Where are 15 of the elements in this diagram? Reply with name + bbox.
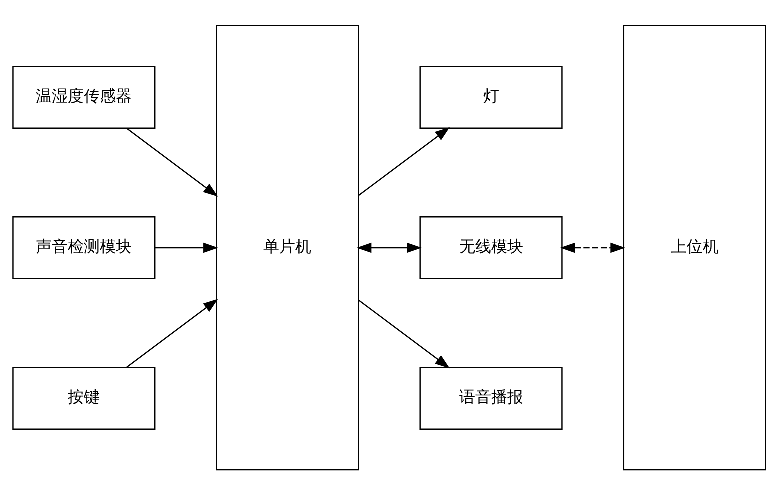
arrow: [358, 299, 450, 368]
node-box: 声音检测模块: [12, 216, 156, 279]
arrow: [358, 126, 450, 196]
arrow: [356, 242, 422, 253]
node-box: 按键: [12, 366, 156, 430]
node-box: 无线模块: [420, 216, 563, 279]
arrow: [126, 128, 218, 196]
node-box: 语音播报: [420, 366, 563, 430]
node-box: 上位机: [623, 24, 766, 470]
node-box: 单片机: [216, 24, 360, 470]
arrow: [126, 298, 218, 368]
arrow: [560, 242, 626, 253]
node-box: 灯: [420, 66, 563, 128]
node-box: 温湿度传感器: [12, 66, 156, 128]
arrow: [155, 242, 218, 253]
